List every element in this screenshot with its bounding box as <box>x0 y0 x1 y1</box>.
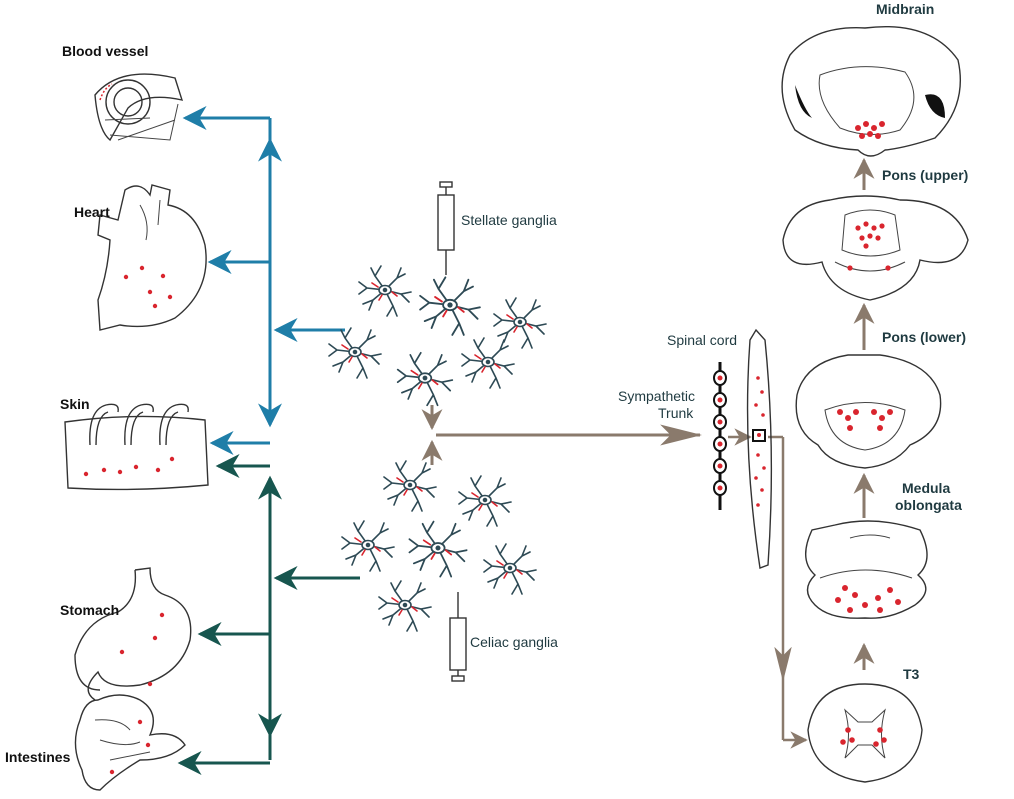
label-stomach: Stomach <box>60 602 119 618</box>
stomach-icon <box>74 567 192 701</box>
label-medulla: Medula <box>902 480 950 496</box>
label-skin: Skin <box>60 396 90 412</box>
skin-illustration <box>64 403 209 491</box>
brain-section-icon <box>807 683 923 783</box>
label-oblongata: oblongata <box>895 497 962 513</box>
label-celiac-ganglia: Celiac ganglia <box>470 634 558 650</box>
syringe-icon <box>437 181 455 275</box>
label-spinal-cord: Spinal cord <box>667 332 737 348</box>
intestines-icon <box>74 681 186 791</box>
blue-efferent-arrows <box>182 106 345 455</box>
brain-section-icon <box>781 25 961 157</box>
label-blood-vessel: Blood vessel <box>62 43 148 59</box>
brain-section-icon <box>782 195 969 301</box>
brown-afferent-arrows <box>421 157 875 749</box>
syringe-icon <box>449 592 467 682</box>
label-intestines: Intestines <box>5 749 71 765</box>
sympathetic-trunk <box>713 362 727 510</box>
brain-section-icon <box>795 354 942 469</box>
label-midbrain: Midbrain <box>876 1 934 17</box>
celiac-ganglia-cluster <box>341 460 537 632</box>
label-trunk: Trunk <box>658 405 694 421</box>
label-t3: T3 <box>903 666 920 682</box>
brain-section-icon <box>805 520 928 619</box>
label-stellate-ganglia: Stellate ganglia <box>461 212 557 228</box>
label-pons-upper: Pons (upper) <box>882 167 968 183</box>
label-sympathetic: Sympathetic <box>618 388 695 404</box>
label-heart: Heart <box>74 204 110 220</box>
stellate-ganglia-cluster <box>328 265 547 407</box>
blood-vessel-illustration <box>94 73 184 142</box>
heart-icon <box>97 184 207 331</box>
green-efferent-arrows <box>177 454 360 775</box>
spinal-cord-illustration <box>746 328 773 569</box>
label-pons-lower: Pons (lower) <box>882 329 966 345</box>
